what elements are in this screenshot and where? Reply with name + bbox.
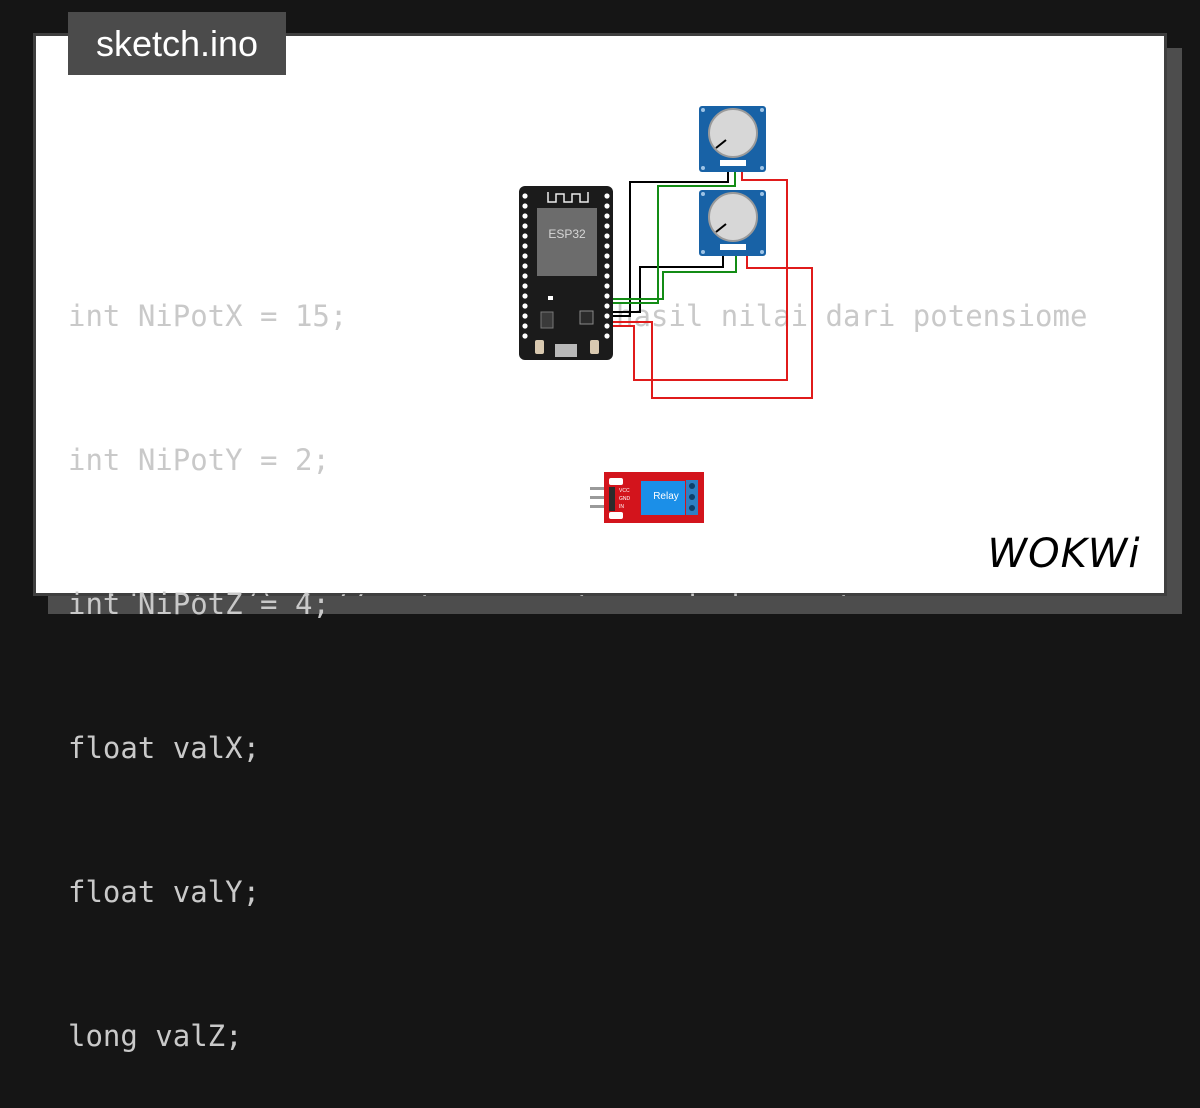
- code-partial-line: void setup() { // put your setup code he…: [68, 592, 1167, 596]
- sketch-filename-badge: sketch.ino: [68, 12, 286, 75]
- relay-label: Relay: [653, 491, 679, 502]
- wire-red: [612, 165, 788, 381]
- code-line: int NiPotX = 15;: [68, 299, 348, 333]
- esp32-board[interactable]: ESP32: [519, 186, 613, 360]
- relay-pin-gnd: GND: [619, 496, 631, 502]
- code-line: int NiPotZ = 4;: [68, 587, 330, 621]
- wire-green: [612, 250, 737, 300]
- wires: [612, 165, 813, 399]
- esp32-label: ESP32: [548, 227, 586, 241]
- relay-module[interactable]: VCC GND IN Relay: [590, 472, 704, 523]
- wokwi-logo-text: WOKWi: [988, 531, 1141, 577]
- esp32-pin-headers: [522, 193, 610, 339]
- relay-pin-vcc: VCC: [619, 488, 630, 494]
- potentiometer-2[interactable]: [699, 190, 766, 256]
- code-line: float valY;: [68, 875, 261, 909]
- code-comment-fragment: hasil nilai dari potensiome: [616, 299, 1088, 333]
- code-line: int NiPotY = 2;: [68, 443, 330, 477]
- circuit-diagram: ESP32: [519, 106, 813, 523]
- wire-red: [612, 250, 813, 399]
- wire-green: [612, 165, 736, 304]
- code-line: long valZ;: [68, 1019, 243, 1053]
- wire-black: [612, 250, 724, 313]
- wokwi-logo: WOKWi: [988, 531, 1141, 577]
- potentiometer-1[interactable]: [699, 106, 766, 172]
- code-line: float valX;: [68, 731, 261, 765]
- relay-pin-in: IN: [619, 504, 624, 510]
- wire-black: [612, 165, 729, 317]
